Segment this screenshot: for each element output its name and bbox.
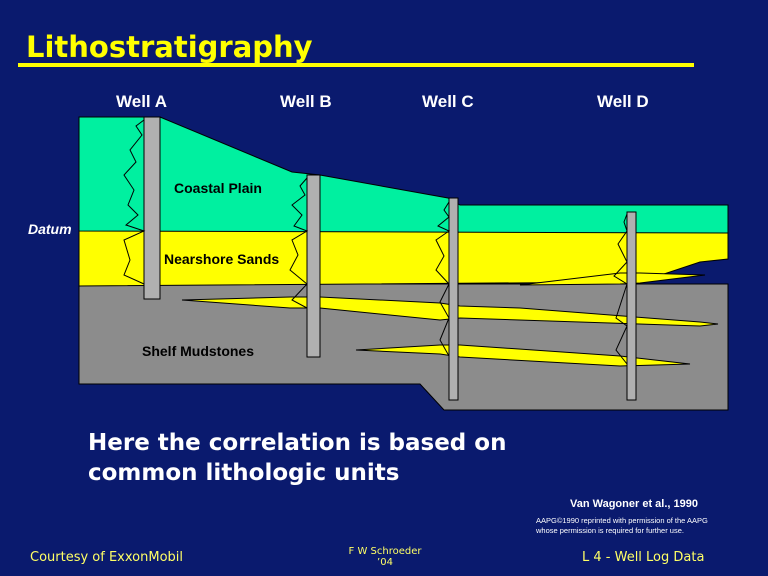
datum-label: Datum	[28, 221, 72, 237]
well-c-column	[448, 197, 459, 401]
footer-author-year: ’04	[377, 557, 393, 568]
well-b-column	[306, 174, 321, 358]
well-c-label: Well C	[422, 92, 474, 111]
caption-line-2: common lithologic units	[88, 460, 400, 486]
well-a-column	[143, 116, 161, 300]
nearshore-sands-label: Nearshore Sands	[164, 251, 280, 267]
well-a-label: Well A	[116, 92, 168, 111]
permission-line-1: AAPG©1990 reprinted with permission of t…	[536, 516, 708, 525]
caption-line-1: Here the correlation is based on	[88, 430, 507, 456]
coastal-plain-label: Coastal Plain	[174, 180, 262, 196]
caption: Here the correlation is based on common …	[88, 428, 506, 488]
well-b-label: Well B	[280, 92, 332, 111]
footer-author: F W Schroeder ’04	[330, 546, 440, 568]
sand-tongue-3	[519, 272, 706, 286]
title-underline	[18, 63, 694, 67]
slide-title: Lithostratigraphy	[26, 30, 313, 64]
footer-lecture: L 4 - Well Log Data	[582, 550, 705, 565]
well-b-log	[289, 177, 309, 309]
footer-courtesy: Courtesy of ExxonMobil	[30, 550, 184, 565]
sand-tongue-2	[355, 344, 691, 367]
citation: Van Wagoner et al., 1990	[570, 498, 698, 510]
shelf-mudstones-label: Shelf Mudstones	[142, 343, 255, 359]
footer-author-name: F W Schroeder	[348, 546, 422, 557]
well-d-label: Well D	[597, 92, 649, 111]
well-a-log	[123, 119, 146, 285]
permission-note: AAPG©1990 reprinted with permission of t…	[536, 516, 756, 536]
permission-line-2: whose permission is required for further…	[536, 526, 684, 535]
well-d-log	[613, 213, 628, 365]
well-c-log	[435, 201, 451, 357]
well-d-column	[626, 211, 637, 401]
